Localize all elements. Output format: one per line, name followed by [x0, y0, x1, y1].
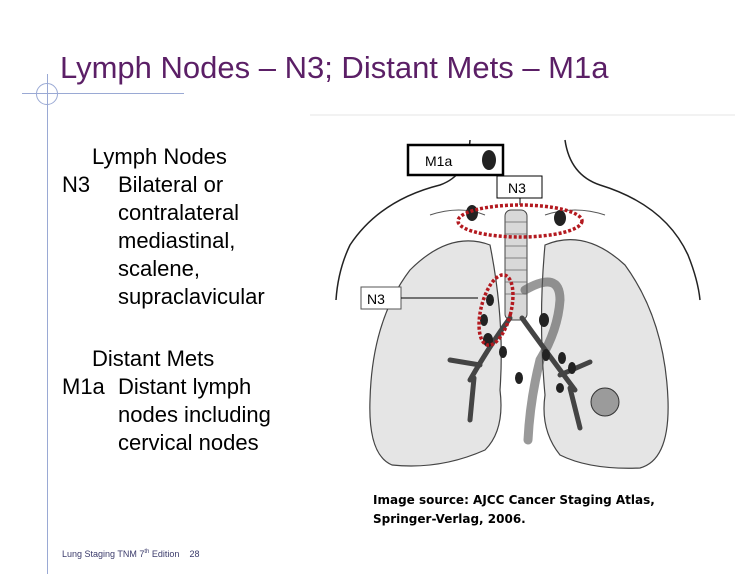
page-number: 28 — [189, 549, 200, 559]
n3-mediastinal-highlight — [477, 273, 515, 347]
slide-title: Lymph Nodes – N3; Distant Mets – M1a — [60, 50, 609, 85]
footer-text: Lung Staging TNM 7 — [62, 549, 145, 559]
n3-left-label: N3 — [367, 291, 385, 307]
n-line-3: mediastinal, — [118, 228, 236, 253]
caption-line-1: Image source: AJCC Cancer Staging Atlas, — [373, 493, 655, 507]
image-source-caption: Image source: AJCC Cancer Staging Atlas,… — [373, 491, 655, 529]
n-line-2: contralateral — [118, 200, 240, 225]
m-code: M1a — [62, 374, 105, 399]
decorative-circle — [36, 83, 58, 105]
caption-line-2: Springer-Verlag, 2006. — [373, 512, 526, 526]
m1a-label: M1a — [425, 153, 452, 169]
n3-supraclavicular-highlight — [456, 203, 584, 239]
right-lung — [369, 240, 502, 467]
n-line-5: supraclavicular — [118, 284, 265, 309]
n3-top-label: N3 — [508, 180, 526, 196]
decorative-horizontal-line — [22, 93, 184, 94]
n-line-4: scalene, — [118, 256, 200, 281]
left-lung — [540, 239, 669, 469]
m-line-2: nodes including — [118, 402, 271, 427]
slide-footer: Lung Staging TNM 7th Edition 28 — [62, 549, 199, 559]
trachea — [504, 209, 528, 321]
m-section: Distant Mets M1a Distant lymph nodes inc… — [62, 345, 271, 457]
n-section: Lymph Nodes N3 Bilateral or contralatera… — [62, 143, 265, 311]
aorta — [520, 277, 565, 445]
n-code: N3 — [62, 172, 91, 197]
m-section-first-line: M1a Distant lymph — [62, 373, 271, 401]
n-line-1: Bilateral or — [118, 172, 224, 197]
tumor — [590, 387, 620, 417]
n-section-heading: Lymph Nodes — [92, 144, 227, 169]
footer-sup: th — [144, 549, 150, 555]
m-line-1: Distant lymph — [118, 374, 252, 399]
m-section-heading: Distant Mets — [92, 346, 215, 371]
footer-text-2: Edition — [149, 549, 180, 559]
n-section-first-line: N3 Bilateral or — [62, 171, 265, 199]
decorative-vertical-line — [47, 74, 48, 574]
m-line-3: cervical nodes — [118, 430, 259, 455]
